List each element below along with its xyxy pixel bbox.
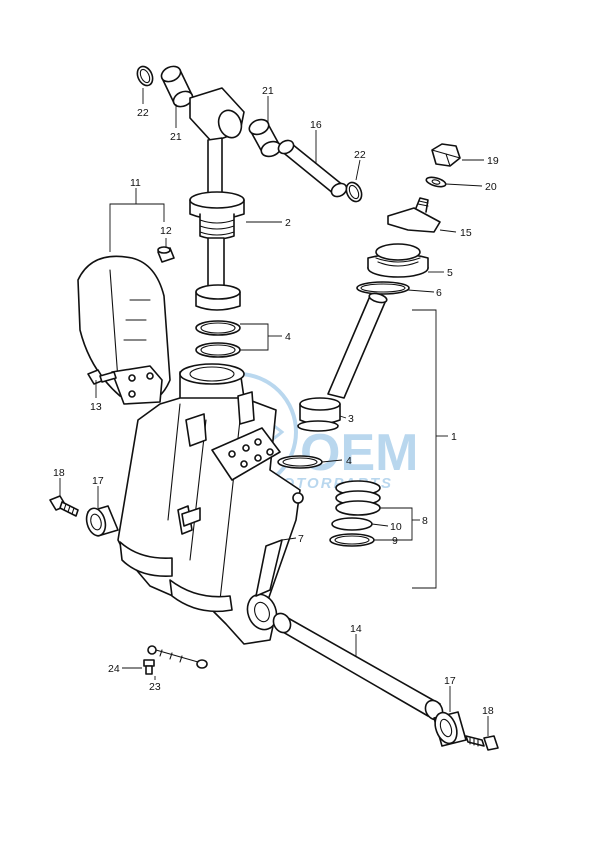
bolt-13 bbox=[87, 369, 117, 385]
callout-13: 13 bbox=[90, 401, 102, 413]
callout-labels: 22 21 21 16 22 19 20 11 12 2 15 5 6 4 13… bbox=[53, 85, 499, 717]
spring-8 bbox=[335, 480, 381, 516]
snap-ring-22-left bbox=[136, 65, 154, 87]
callout-2: 2 bbox=[285, 217, 291, 229]
shaft-14 bbox=[272, 612, 444, 721]
tilt-cylinder-3 bbox=[297, 292, 388, 432]
bolt-18-left bbox=[49, 495, 79, 517]
callout-12: 12 bbox=[160, 225, 172, 237]
cap-5 bbox=[367, 243, 429, 278]
callout-18: 18 bbox=[53, 467, 65, 479]
callout-23: 23 bbox=[149, 681, 161, 693]
callout-14: 14 bbox=[350, 623, 362, 635]
trim-rod-2 bbox=[189, 87, 245, 311]
callout-21: 21 bbox=[262, 85, 274, 97]
housing-7 bbox=[117, 363, 304, 645]
o-ring-6 bbox=[356, 281, 410, 295]
screw-24 bbox=[143, 659, 155, 675]
snap-ring-22-right bbox=[345, 181, 363, 203]
bushing-21-right bbox=[248, 118, 282, 158]
callout-11: 11 bbox=[130, 177, 141, 189]
callout-10: 10 bbox=[390, 521, 402, 533]
ring-10 bbox=[331, 517, 373, 531]
callout-22: 22 bbox=[137, 107, 149, 119]
callout-20: 20 bbox=[485, 181, 497, 193]
pin-16 bbox=[277, 139, 348, 198]
callout-9: 9 bbox=[392, 535, 398, 547]
bushing-17-right bbox=[433, 711, 467, 747]
callout-5: 5 bbox=[447, 267, 453, 279]
callout-21: 21 bbox=[170, 131, 182, 143]
callout-24: 24 bbox=[108, 663, 120, 675]
callout-3: 3 bbox=[348, 413, 354, 425]
nut-19 bbox=[431, 143, 461, 167]
callout-16: 16 bbox=[310, 119, 322, 131]
bushing-21-left bbox=[160, 65, 194, 108]
callout-17: 17 bbox=[92, 475, 104, 487]
o-ring-4-upper bbox=[195, 320, 241, 358]
callout-7: 7 bbox=[298, 533, 304, 545]
bolt-18-right bbox=[465, 735, 499, 751]
callout-4: 4 bbox=[346, 455, 352, 467]
callout-1: 1 bbox=[451, 431, 457, 443]
plug-12 bbox=[157, 246, 175, 263]
o-ring-9 bbox=[329, 533, 375, 547]
callout-4: 4 bbox=[285, 331, 291, 343]
leader-lines bbox=[59, 88, 489, 736]
washer-20 bbox=[425, 176, 447, 188]
callout-22: 22 bbox=[354, 149, 366, 161]
callout-8: 8 bbox=[422, 515, 428, 527]
watermark-brand: OEM bbox=[300, 424, 418, 482]
valve-15 bbox=[387, 197, 441, 233]
callout-6: 6 bbox=[436, 287, 442, 299]
ground-wire-23 bbox=[147, 645, 208, 669]
o-ring-4-lower bbox=[277, 455, 323, 469]
callout-19: 19 bbox=[487, 155, 499, 167]
bushing-17-left bbox=[85, 505, 119, 537]
callout-18: 18 bbox=[482, 705, 494, 717]
callout-15: 15 bbox=[460, 227, 472, 239]
callout-17: 17 bbox=[444, 675, 456, 687]
